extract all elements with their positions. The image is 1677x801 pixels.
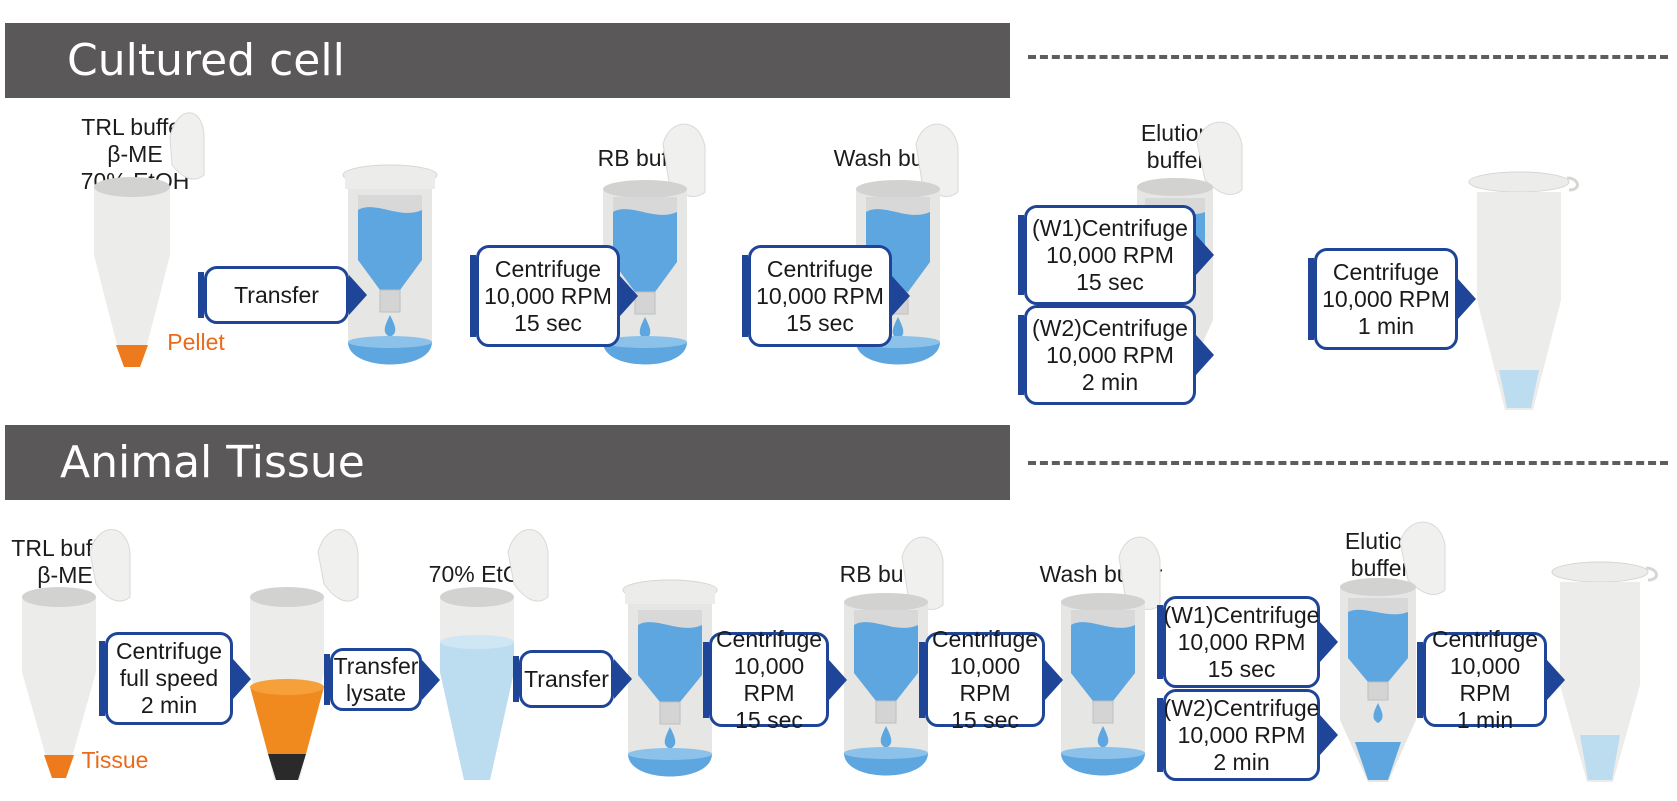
sample-tube-icon (22, 529, 131, 778)
step-final-centrifuge: Centrifuge 10,000 RPM 1 min (1417, 626, 1565, 733)
tissue-label: Tissue (81, 747, 149, 773)
step-wash-w1: (W1)Centrifuge 10,000 RPM 15 sec (1018, 205, 1214, 305)
section-title: Animal Tissue (60, 437, 365, 488)
arrow-right-icon (614, 659, 632, 699)
arrow-right-icon (1320, 715, 1338, 755)
dashed-divider (1028, 55, 1668, 59)
step-centrifuge-1: Centrifuge 10,000 RPM 15 sec (470, 245, 638, 347)
dashed-divider (1028, 461, 1668, 465)
reagent-bme: β-ME (37, 562, 93, 588)
lysate-tube-icon (440, 529, 549, 780)
reagent-elution-line2: buffer (1146, 147, 1206, 173)
arrow-right-icon (233, 658, 251, 699)
step-transfer: Transfer (513, 650, 632, 708)
reagent-bme: β-ME (107, 141, 163, 167)
arrow-right-icon (349, 275, 367, 315)
arrow-right-icon (1458, 279, 1476, 319)
reagent-elution: Elution buffer (1141, 120, 1211, 174)
arrow-right-icon (1196, 235, 1214, 275)
reagent-elution-line2: buffer (1350, 555, 1410, 581)
arrow-right-icon (422, 659, 440, 700)
arrow-right-icon (829, 659, 847, 700)
arrow-right-icon (892, 276, 910, 316)
step-centrifuge-2: Centrifuge 10,000 RPM 15 sec (919, 626, 1063, 733)
arrow-right-icon (1547, 659, 1565, 700)
step-transfer: Transfer (198, 266, 367, 324)
spin-column-icon (342, 164, 438, 365)
arrow-right-icon (1045, 659, 1063, 700)
homogenate-tube-icon (250, 529, 359, 780)
final-tube-icon (1468, 171, 1579, 410)
step-wash-w1: (W1)Centrifuge 10,000 RPM 15 sec (1157, 596, 1338, 688)
step-transfer-lysate: Transfer lysate (324, 648, 440, 711)
pellet-label: Pellet (167, 329, 225, 355)
step-wash-w2: (W2)Centrifuge 10,000 RPM 2 min (1157, 689, 1338, 781)
arrow-right-icon (620, 276, 638, 316)
spin-column-icon (603, 123, 706, 365)
step-wash-w2: (W2)Centrifuge 10,000 RPM 2 min (1018, 305, 1214, 405)
spin-column-icon (622, 579, 718, 777)
arrow-right-icon (1320, 622, 1338, 662)
step-homogenize-centrifuge: Centrifuge full speed 2 min (99, 632, 251, 725)
section-banner-cultured: Cultured cell (5, 23, 1010, 98)
sample-tube-icon (94, 112, 205, 367)
final-tube-icon (1551, 561, 1658, 782)
step-centrifuge-1: Centrifuge 10,000 RPM 15 sec (703, 626, 847, 733)
step-centrifuge-2: Centrifuge 10,000 RPM 15 sec (742, 245, 910, 347)
elution-tube-icon (1340, 521, 1446, 782)
spin-column-icon (844, 536, 944, 776)
spin-column-icon (1061, 536, 1161, 776)
section-banner-tissue: Animal Tissue (5, 425, 1010, 500)
reagent-labels: TRL buffer β-ME 70% EtOH (81, 114, 190, 195)
section-title: Cultured cell (67, 35, 345, 86)
step-final-centrifuge: Centrifuge 10,000 RPM 1 min (1308, 248, 1476, 350)
arrow-right-icon (1196, 335, 1214, 375)
